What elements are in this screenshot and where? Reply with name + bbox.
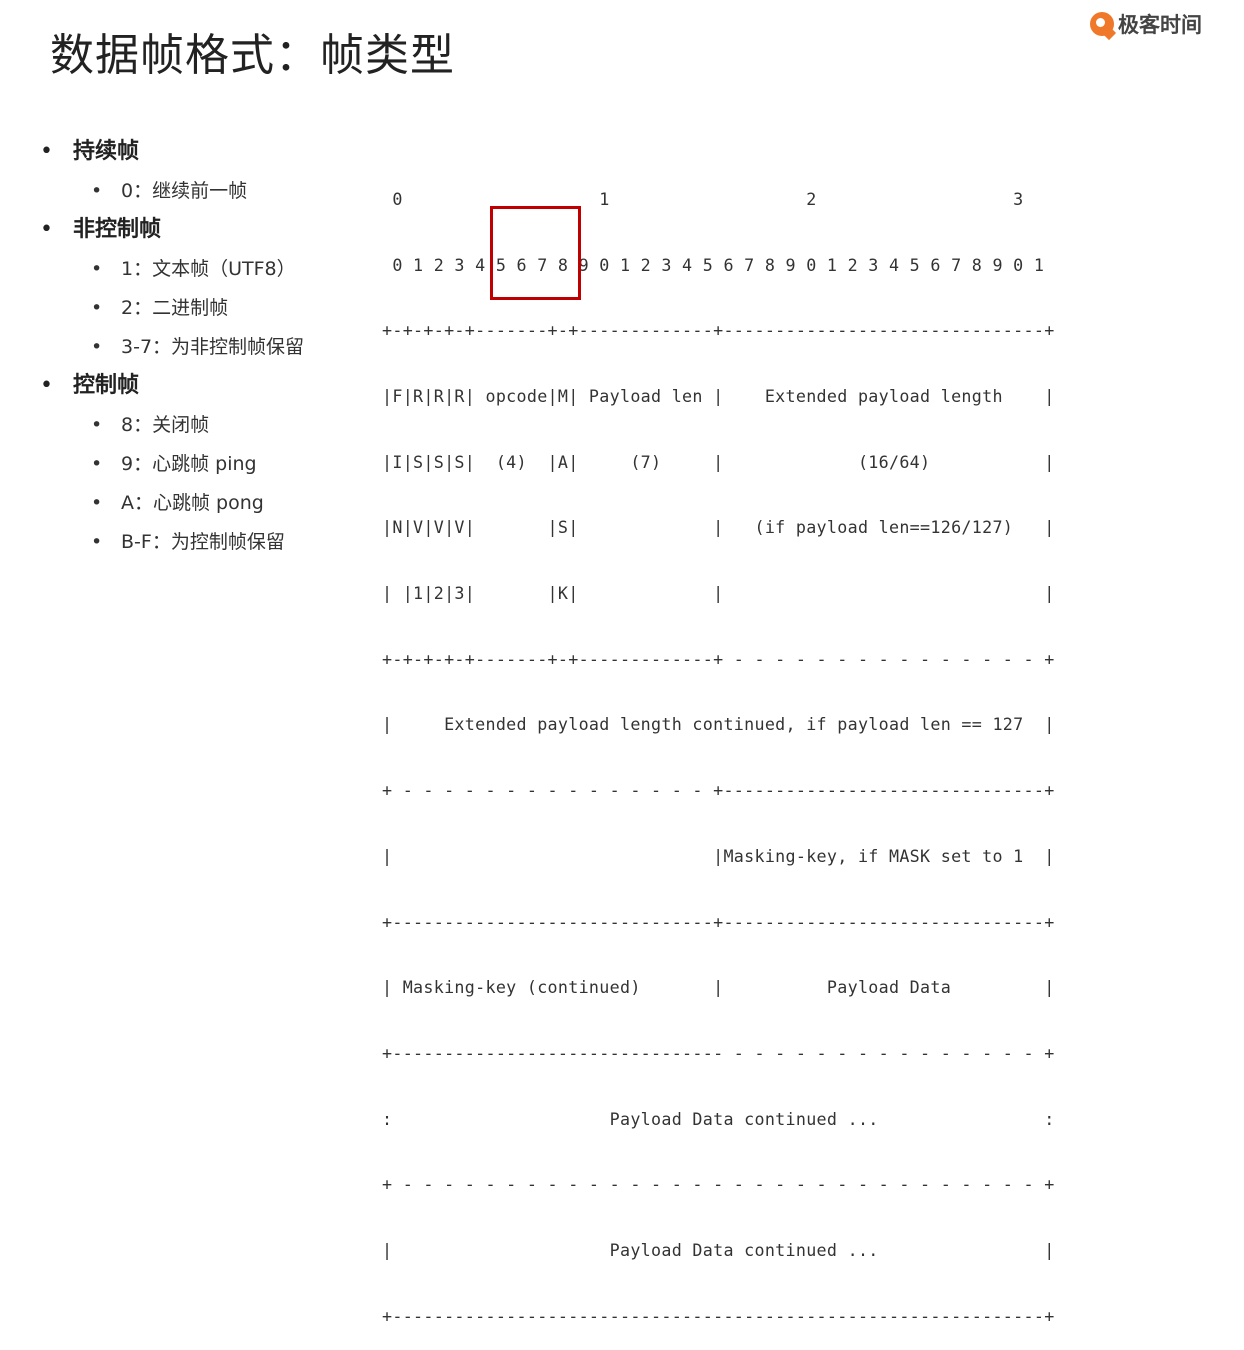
diagram-line: 0 1 2 3 4 5 6 7 8 9 0 1 2 3 4 5 6 7 8 9 … — [382, 254, 1045, 275]
diagram-line: | Extended payload length continued, if … — [382, 714, 1055, 735]
list-item: 3-7：为非控制帧保留 — [40, 329, 304, 368]
group-heading-control: 控制帧 — [40, 368, 304, 407]
diagram-line: 0 1 2 3 — [382, 188, 1024, 209]
list-item: 8：关闭帧 — [40, 407, 304, 446]
diagram-line: |N|V|V|V| |S| | (if payload len==126/127… — [382, 517, 1055, 538]
list-item: A：心跳帧 pong — [40, 485, 304, 524]
diagram-line: +-+-+-+-+-------+-+-------------+ - - - … — [382, 648, 1055, 669]
websocket-frame-diagram: 0 1 2 3 0 1 2 3 4 5 6 7 8 9 0 1 2 3 4 5 … — [382, 145, 1055, 1350]
diagram-line: |I|S|S|S| (4) |A| (7) | (16/64) | — [382, 451, 1055, 472]
brand-logo: 极客时间 — [1090, 8, 1202, 40]
diagram-line: |F|R|R|R| opcode|M| Payload len | Extend… — [382, 385, 1055, 406]
diagram-line: | |1|2|3| |K| | | — [382, 583, 1055, 604]
diagram-line: + - - - - - - - - - - - - - - - +-------… — [382, 780, 1055, 801]
brand-name: 极客时间 — [1118, 13, 1202, 37]
list-item: 1：文本帧（UTF8） — [40, 251, 304, 290]
diagram-line: | |Masking-key, if MASK set to 1 | — [382, 845, 1055, 866]
group-heading-non-control: 非控制帧 — [40, 212, 304, 251]
diagram-line: : Payload Data continued ... : — [382, 1108, 1055, 1129]
diagram-line: +-------------------------------- - - - … — [382, 1042, 1055, 1063]
diagram-line: | Masking-key (continued) | Payload Data… — [382, 977, 1055, 998]
diagram-line: | Payload Data continued ... | — [382, 1240, 1055, 1261]
geekbang-logo-icon — [1090, 12, 1114, 36]
list-item: 0：继续前一帧 — [40, 173, 304, 212]
opcode-highlight-box — [490, 206, 581, 300]
page-title: 数据帧格式：帧类型 — [50, 30, 455, 81]
list-item: 9：心跳帧 ping — [40, 446, 304, 485]
list-item: B-F：为控制帧保留 — [40, 524, 304, 563]
diagram-line: +-------------------------------+-------… — [382, 911, 1055, 932]
group-heading-continuation: 持续帧 — [40, 134, 304, 173]
frame-type-list: 持续帧 0：继续前一帧 非控制帧 1：文本帧（UTF8） 2：二进制帧 3-7：… — [40, 134, 304, 563]
diagram-line: + - - - - - - - - - - - - - - - - - - - … — [382, 1174, 1055, 1195]
diagram-line: +-+-+-+-+-------+-+-------------+-------… — [382, 320, 1055, 341]
list-item: 2：二进制帧 — [40, 290, 304, 329]
diagram-line: +---------------------------------------… — [382, 1305, 1055, 1326]
